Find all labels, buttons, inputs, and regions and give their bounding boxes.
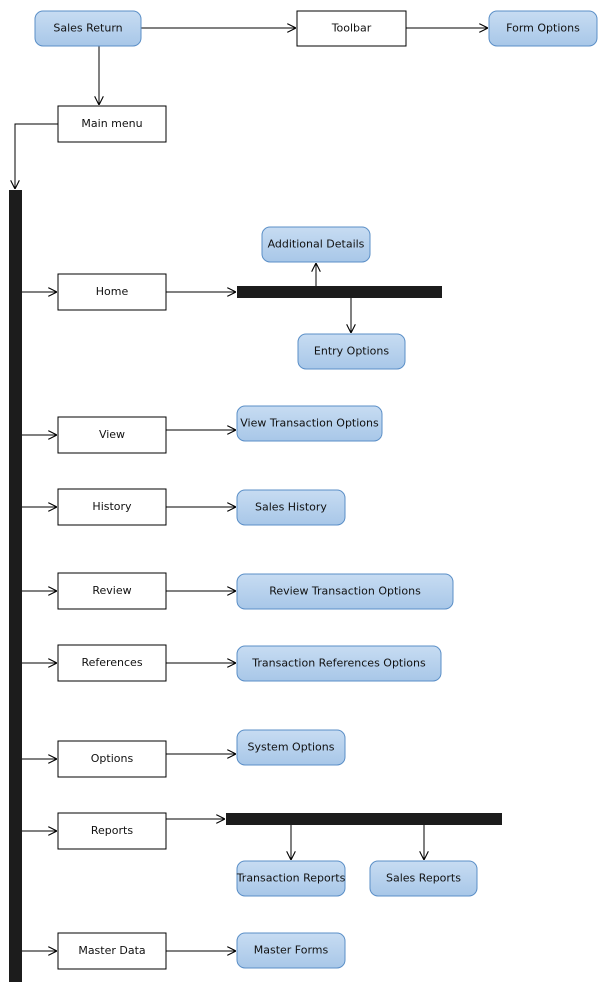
node-transaction-reports: Transaction Reports [236, 860, 346, 897]
node-history-label: History [92, 500, 132, 513]
reports-fork-bar [226, 813, 502, 825]
edge-main-menu-bar [15, 123, 58, 189]
node-transaction-references-options-label: Transaction References Options [251, 657, 426, 670]
node-home-label: Home [96, 285, 129, 298]
node-transaction-reports-label: Transaction Reports [236, 872, 346, 885]
node-master-data: Master Data [57, 932, 167, 970]
node-form-options-label: Form Options [506, 22, 580, 35]
node-review: Review [57, 572, 167, 610]
node-sales-reports: Sales Reports [369, 860, 478, 897]
node-sales-reports-label: Sales Reports [386, 872, 461, 885]
node-master-forms: Master Forms [236, 932, 346, 969]
node-system-options: System Options [236, 729, 346, 766]
node-toolbar-label: Toolbar [331, 22, 372, 35]
node-entry-options-label: Entry Options [314, 345, 389, 358]
node-transaction-references-options: Transaction References Options [236, 645, 442, 682]
node-main-menu-label: Main menu [81, 117, 142, 130]
node-options-label: Options [91, 752, 134, 765]
node-reports-label: Reports [91, 824, 133, 837]
node-options: Options [57, 740, 167, 778]
node-home: Home [57, 273, 167, 311]
node-sales-return: Sales Return [34, 10, 142, 47]
node-toolbar: Toolbar [296, 10, 407, 47]
node-master-forms-label: Master Forms [254, 944, 329, 957]
node-system-options-label: System Options [248, 741, 335, 754]
node-entry-options: Entry Options [297, 333, 406, 370]
node-view: View [57, 416, 167, 454]
node-review-transaction-options: Review Transaction Options [236, 573, 454, 610]
node-sales-history: Sales History [236, 489, 346, 526]
home-fork-bar [237, 286, 442, 298]
node-reports: Reports [57, 812, 167, 850]
node-additional-details-label: Additional Details [268, 238, 365, 251]
node-view-transaction-options-label: View Transaction Options [240, 417, 379, 430]
node-view-transaction-options: View Transaction Options [236, 405, 383, 442]
main-sync-bar [9, 190, 22, 982]
node-additional-details: Additional Details [261, 226, 371, 263]
node-references-label: References [81, 656, 142, 669]
node-sales-history-label: Sales History [255, 501, 327, 514]
node-review-transaction-options-label: Review Transaction Options [269, 585, 421, 598]
node-review-label: Review [92, 584, 131, 597]
node-main-menu: Main menu [57, 105, 167, 143]
node-master-data-label: Master Data [78, 944, 145, 957]
node-sales-return-label: Sales Return [53, 22, 122, 35]
node-form-options: Form Options [488, 10, 598, 47]
node-history: History [57, 488, 167, 526]
edges [15, 28, 488, 951]
node-view-label: View [99, 428, 125, 441]
node-references: References [57, 644, 167, 682]
